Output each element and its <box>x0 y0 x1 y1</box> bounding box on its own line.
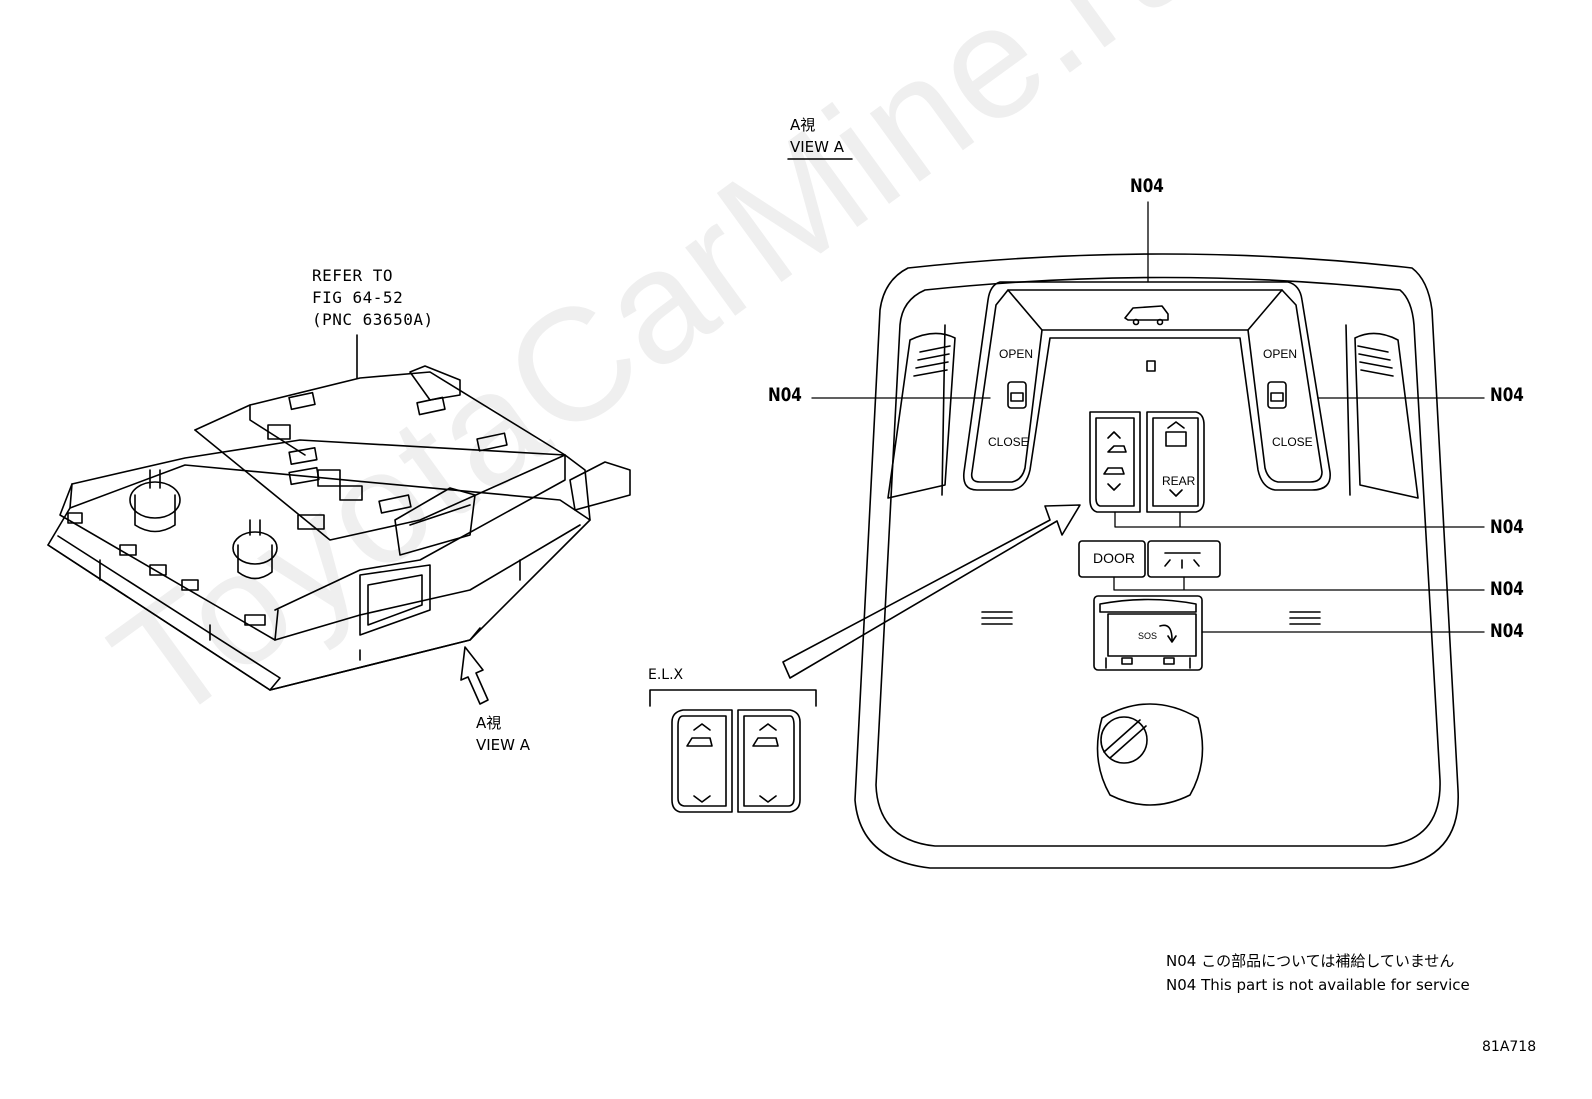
callout-top: N04 <box>1130 175 1164 197</box>
figure-id: 81A718 <box>1482 1039 1537 1055</box>
door-label: DOOR <box>1093 550 1135 566</box>
open-left-label: OPEN <box>999 347 1034 361</box>
close-left-label: CLOSE <box>988 435 1029 449</box>
view-a-drawing <box>649 253 1459 869</box>
callout-sos-switch: N04 <box>1490 620 1524 642</box>
view-arrow-label-jp: A視 <box>476 714 502 732</box>
callout-leaders <box>811 201 1485 633</box>
rear-label: REAR <box>1162 474 1196 488</box>
callout-left: N04 <box>768 384 802 406</box>
view-title-en: VIEW A <box>790 138 845 156</box>
view-arrow-label-en: VIEW A <box>476 736 531 754</box>
note-jp: N04 この部品については補給していません <box>1166 952 1455 970</box>
reference-line-2: FIG 64-52 <box>312 288 404 307</box>
open-right-label: OPEN <box>1263 347 1298 361</box>
reference-line-1: REFER TO <box>312 266 394 285</box>
note-en: N04 This part is not available for servi… <box>1166 976 1470 994</box>
callout-right: N04 <box>1490 384 1524 406</box>
callout-door-switch: N04 <box>1490 578 1524 600</box>
console-assembly-drawing <box>47 334 631 705</box>
callout-rear-switch: N04 <box>1490 516 1524 538</box>
view-title-jp: A視 <box>790 116 816 134</box>
close-right-label: CLOSE <box>1272 435 1313 449</box>
sos-label: SOS <box>1138 631 1158 641</box>
reference-line-3: (PNC 63650A) <box>312 310 434 329</box>
variant-label: E.L.X <box>648 667 684 683</box>
